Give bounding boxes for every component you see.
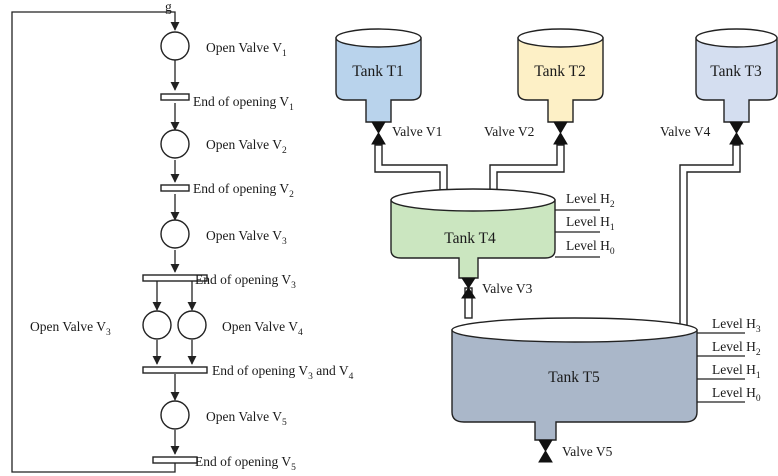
- tank-t2-top: [517, 28, 604, 48]
- step-label: Open Valve V2: [206, 137, 287, 156]
- level-lines: [555, 209, 745, 403]
- transition-end-v2: [160, 184, 190, 192]
- tank-t5: [451, 317, 698, 441]
- valve-v4-label: Valve V4: [660, 124, 711, 139]
- level-label-t5-h0: Level H0: [712, 385, 761, 404]
- tank-t1-top: [335, 28, 422, 48]
- tank-t4-label: Tank T4: [444, 230, 496, 247]
- place-open-v3-parallel: [142, 310, 172, 340]
- valve-v5-label: Valve V5: [562, 444, 613, 459]
- tank-t1-body: [335, 37, 422, 123]
- valve-v4-icon: [729, 121, 744, 145]
- tank-t4-top: [390, 188, 556, 212]
- transition-end-v5: [152, 456, 198, 464]
- transition-end-v1: [160, 93, 190, 101]
- tank-t2-label: Tank T2: [534, 63, 586, 80]
- loop-arc: [11, 11, 180, 473]
- tank-t3-body: [695, 37, 778, 123]
- transition-end-v3: [142, 274, 208, 282]
- level-label-t4-h2: Level H2: [566, 191, 615, 210]
- tank-t4: [390, 188, 556, 279]
- valve-v3-icon: [461, 277, 476, 299]
- valve-v1-icon: [371, 121, 386, 145]
- level-label-t5-h1: Level H1: [712, 362, 761, 381]
- level-label-t4-h1: Level H1: [566, 214, 615, 233]
- tank-t3: [695, 28, 778, 123]
- valve-v2-label: Valve V2: [484, 124, 534, 139]
- transition-label: End of opening V3 and V4: [212, 363, 354, 382]
- tank-t2: [517, 28, 604, 123]
- valve-v1-label: Valve V1: [392, 124, 442, 139]
- transition-label: End of opening V2: [193, 181, 294, 200]
- transition-end-v3-v4: [142, 366, 208, 374]
- step-label: Open Valve V1: [206, 40, 287, 59]
- petri-net: [11, 11, 197, 473]
- tank-t3-label: Tank T3: [710, 63, 762, 80]
- step-label: Open Valve V5: [206, 409, 287, 428]
- valve-v2-icon: [553, 121, 568, 145]
- valve-v3-label: Valve V3: [482, 281, 533, 296]
- place-open-v5: [160, 400, 190, 430]
- level-label-t5-h3: Level H3: [712, 316, 761, 335]
- step-label: Open Valve V3: [206, 228, 287, 247]
- tank-t5-label: Tank T5: [548, 369, 600, 386]
- tank-t3-top: [695, 28, 778, 48]
- transition-label: End of opening V3: [195, 272, 296, 291]
- place-open-v2: [160, 129, 190, 159]
- valves: [371, 121, 744, 463]
- transition-label: End of opening V5: [195, 454, 296, 473]
- level-label-t4-h0: Level H0: [566, 238, 615, 257]
- tank-t1-label: Tank T1: [352, 63, 404, 80]
- partial-top-label: g: [165, 0, 172, 14]
- tank-t2-body: [517, 37, 604, 123]
- transition-label: End of opening V1: [193, 94, 294, 113]
- tank-t1: [335, 28, 422, 123]
- place-open-v1: [160, 31, 190, 61]
- step-label: Open Valve V3: [30, 319, 111, 338]
- place-open-v3: [160, 219, 190, 249]
- step-label: Open Valve V4: [222, 319, 303, 338]
- level-label-t5-h2: Level H2: [712, 339, 761, 358]
- tank-t5-top: [451, 317, 698, 343]
- tank-t4-body: [390, 199, 556, 279]
- tank-t5-body: [451, 329, 698, 441]
- place-open-v4-parallel: [177, 310, 207, 340]
- valve-v5-icon: [538, 439, 553, 463]
- pipe-t3-t5: [679, 144, 741, 331]
